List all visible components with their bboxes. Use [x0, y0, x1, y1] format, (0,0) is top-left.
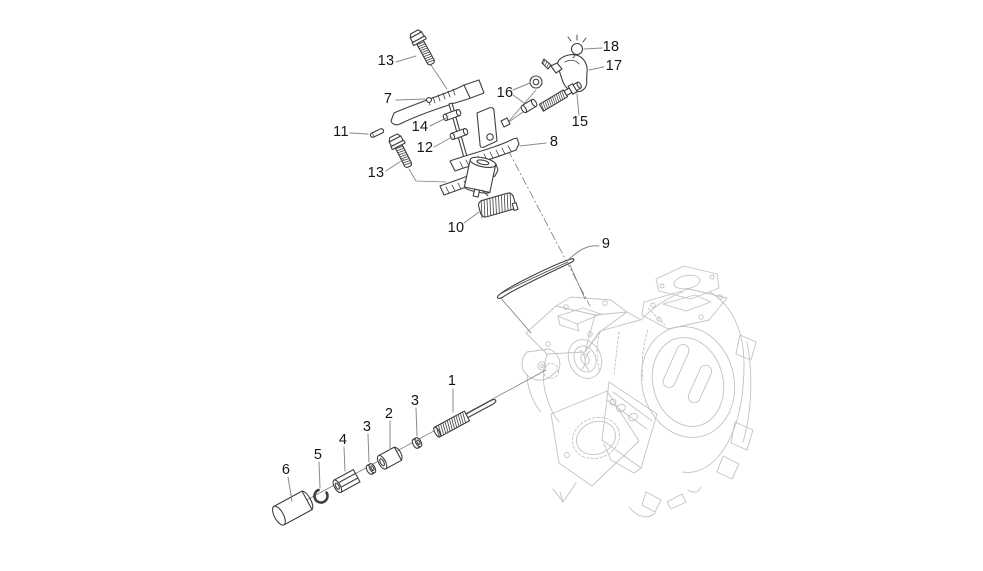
part-governor-lever: [390, 79, 485, 126]
leader-17: [588, 66, 605, 71]
callout-13-upper: 13: [377, 52, 395, 69]
callout-16: 16: [496, 84, 514, 101]
leader-12: [433, 136, 453, 148]
callout-14: 14: [411, 118, 429, 135]
leader-8: [519, 142, 547, 147]
callout-12: 12: [416, 139, 434, 156]
part-shim-gasket: [496, 258, 575, 299]
callout-8: 8: [549, 133, 559, 150]
part-hex-spacer: [332, 469, 361, 494]
callout-1: 1: [447, 372, 457, 389]
part-coil-spring: [477, 189, 519, 219]
part-spring-screw: [538, 81, 582, 112]
gasket-projection-line: [498, 295, 532, 334]
leader-14: [429, 116, 449, 127]
callout-10: 10: [447, 219, 465, 236]
callout-4: 4: [338, 431, 348, 448]
callout-5: 5: [313, 446, 323, 463]
callout-9: 9: [601, 235, 611, 252]
part-arm-plate: [476, 107, 511, 148]
leader-18: [583, 47, 603, 50]
part-snap-ring: [313, 488, 329, 504]
callout-6: 6: [281, 461, 291, 478]
bolt-13b-projection-line: [408, 168, 447, 183]
callout-2: 2: [384, 405, 394, 422]
callout-11: 11: [333, 123, 349, 140]
leader-15: [576, 93, 580, 116]
gasket-projection-line-2: [569, 264, 586, 300]
part-adjuster-nuts: [520, 75, 543, 114]
callout-13-lower: 13: [367, 164, 385, 181]
projection-lines: [280, 64, 591, 515]
part-hex-bolt-upper: [409, 29, 435, 66]
callout-3a: 3: [410, 392, 420, 409]
part-pin: [369, 128, 385, 138]
leader-lines: [287, 47, 605, 502]
leader-3a: [415, 407, 418, 437]
leader-4: [343, 446, 346, 472]
part-control-rod: [433, 398, 497, 438]
callout-17: 17: [605, 57, 623, 74]
part-hub-cylinder: [463, 156, 497, 198]
bolt-13a-axis-line: [430, 64, 448, 90]
leader-9: [568, 245, 600, 260]
part-end-pin-cap: [272, 490, 314, 526]
part-hex-bolt-lower: [388, 133, 413, 169]
leader-13a: [395, 55, 417, 63]
callout-18: 18: [602, 38, 620, 55]
part-upper-washer: [442, 108, 462, 122]
leader-3b: [367, 433, 370, 463]
part-governor-arm: [449, 137, 520, 172]
leader-11: [349, 132, 369, 135]
part-sleeve-nut: [376, 446, 403, 470]
leader-10: [463, 211, 480, 224]
part-washer-a: [411, 437, 423, 449]
part-ball: [567, 34, 587, 59]
spring-screw-group: [520, 34, 588, 114]
leader-16: [512, 82, 531, 104]
leader-13b: [385, 158, 405, 172]
engine-crankcase-ghost: [521, 265, 757, 518]
callout-7: 7: [383, 90, 393, 107]
governor-assembly: [369, 29, 575, 299]
leader-7: [395, 98, 427, 101]
callout-3b: 3: [362, 418, 372, 435]
callout-15: 15: [571, 113, 589, 130]
part-washer-b: [365, 463, 377, 475]
leader-6: [287, 476, 293, 502]
rod-part-chain: [272, 398, 497, 526]
leader-5: [318, 461, 321, 489]
